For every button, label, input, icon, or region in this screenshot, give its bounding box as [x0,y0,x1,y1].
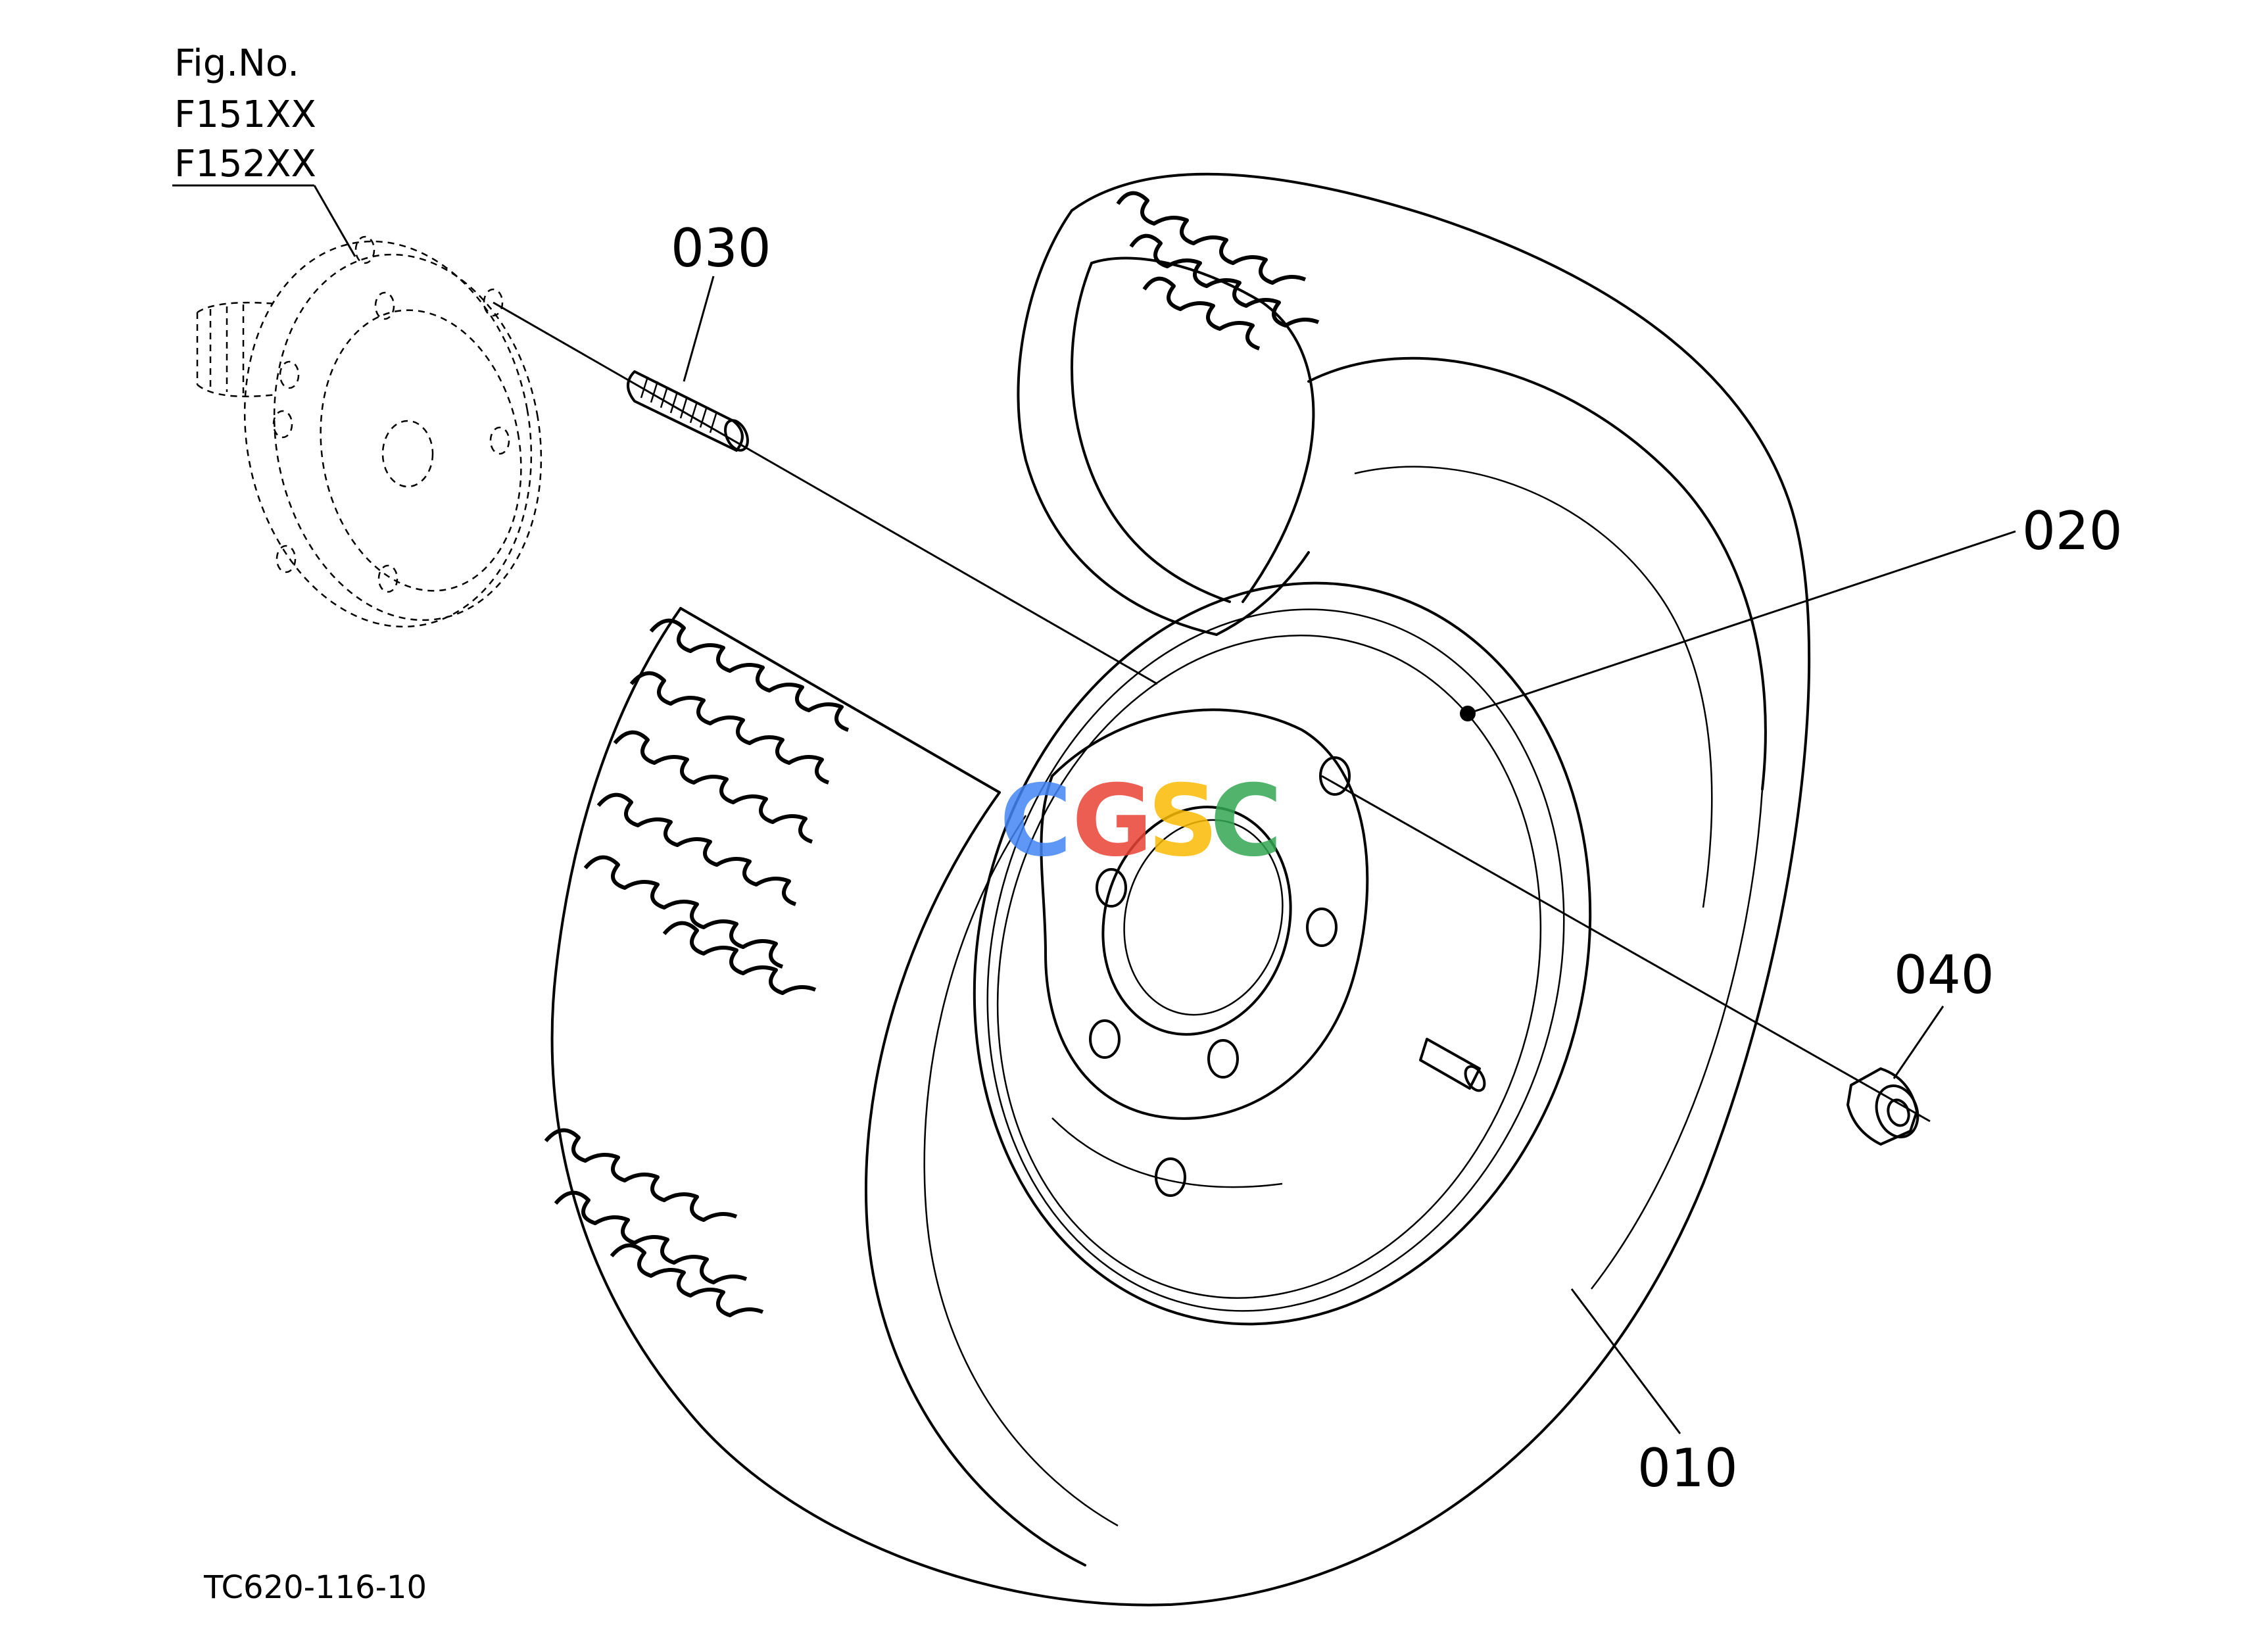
watermark-letter-1: C [1000,764,1072,879]
wheel-nut [1846,1067,1919,1146]
fig-no-heading: Fig.No. [174,42,299,85]
figure-number-label: Fig.No. F151XX F152XX [172,42,356,257]
callout-040: 040 [1894,944,1994,1006]
callout-020: 020 [2022,500,2123,562]
callout-030: 030 [671,218,771,279]
watermark-letter-4: C [1210,764,1282,879]
cgsc-watermark: C G S C [1000,764,1282,879]
drawing-code: TC620-116-10 [203,1569,427,1606]
wheel-rim [973,581,1592,1326]
hub-flange [196,235,543,628]
watermark-letter-2: G [1072,764,1153,879]
callout-010: 010 [1637,1438,1738,1499]
tire [550,172,1811,1607]
fig-code-1: F151XX [174,93,316,136]
fig-code-2: F152XX [174,143,316,185]
tread-pattern [544,191,1320,1317]
watermark-letter-3: S [1147,764,1218,879]
